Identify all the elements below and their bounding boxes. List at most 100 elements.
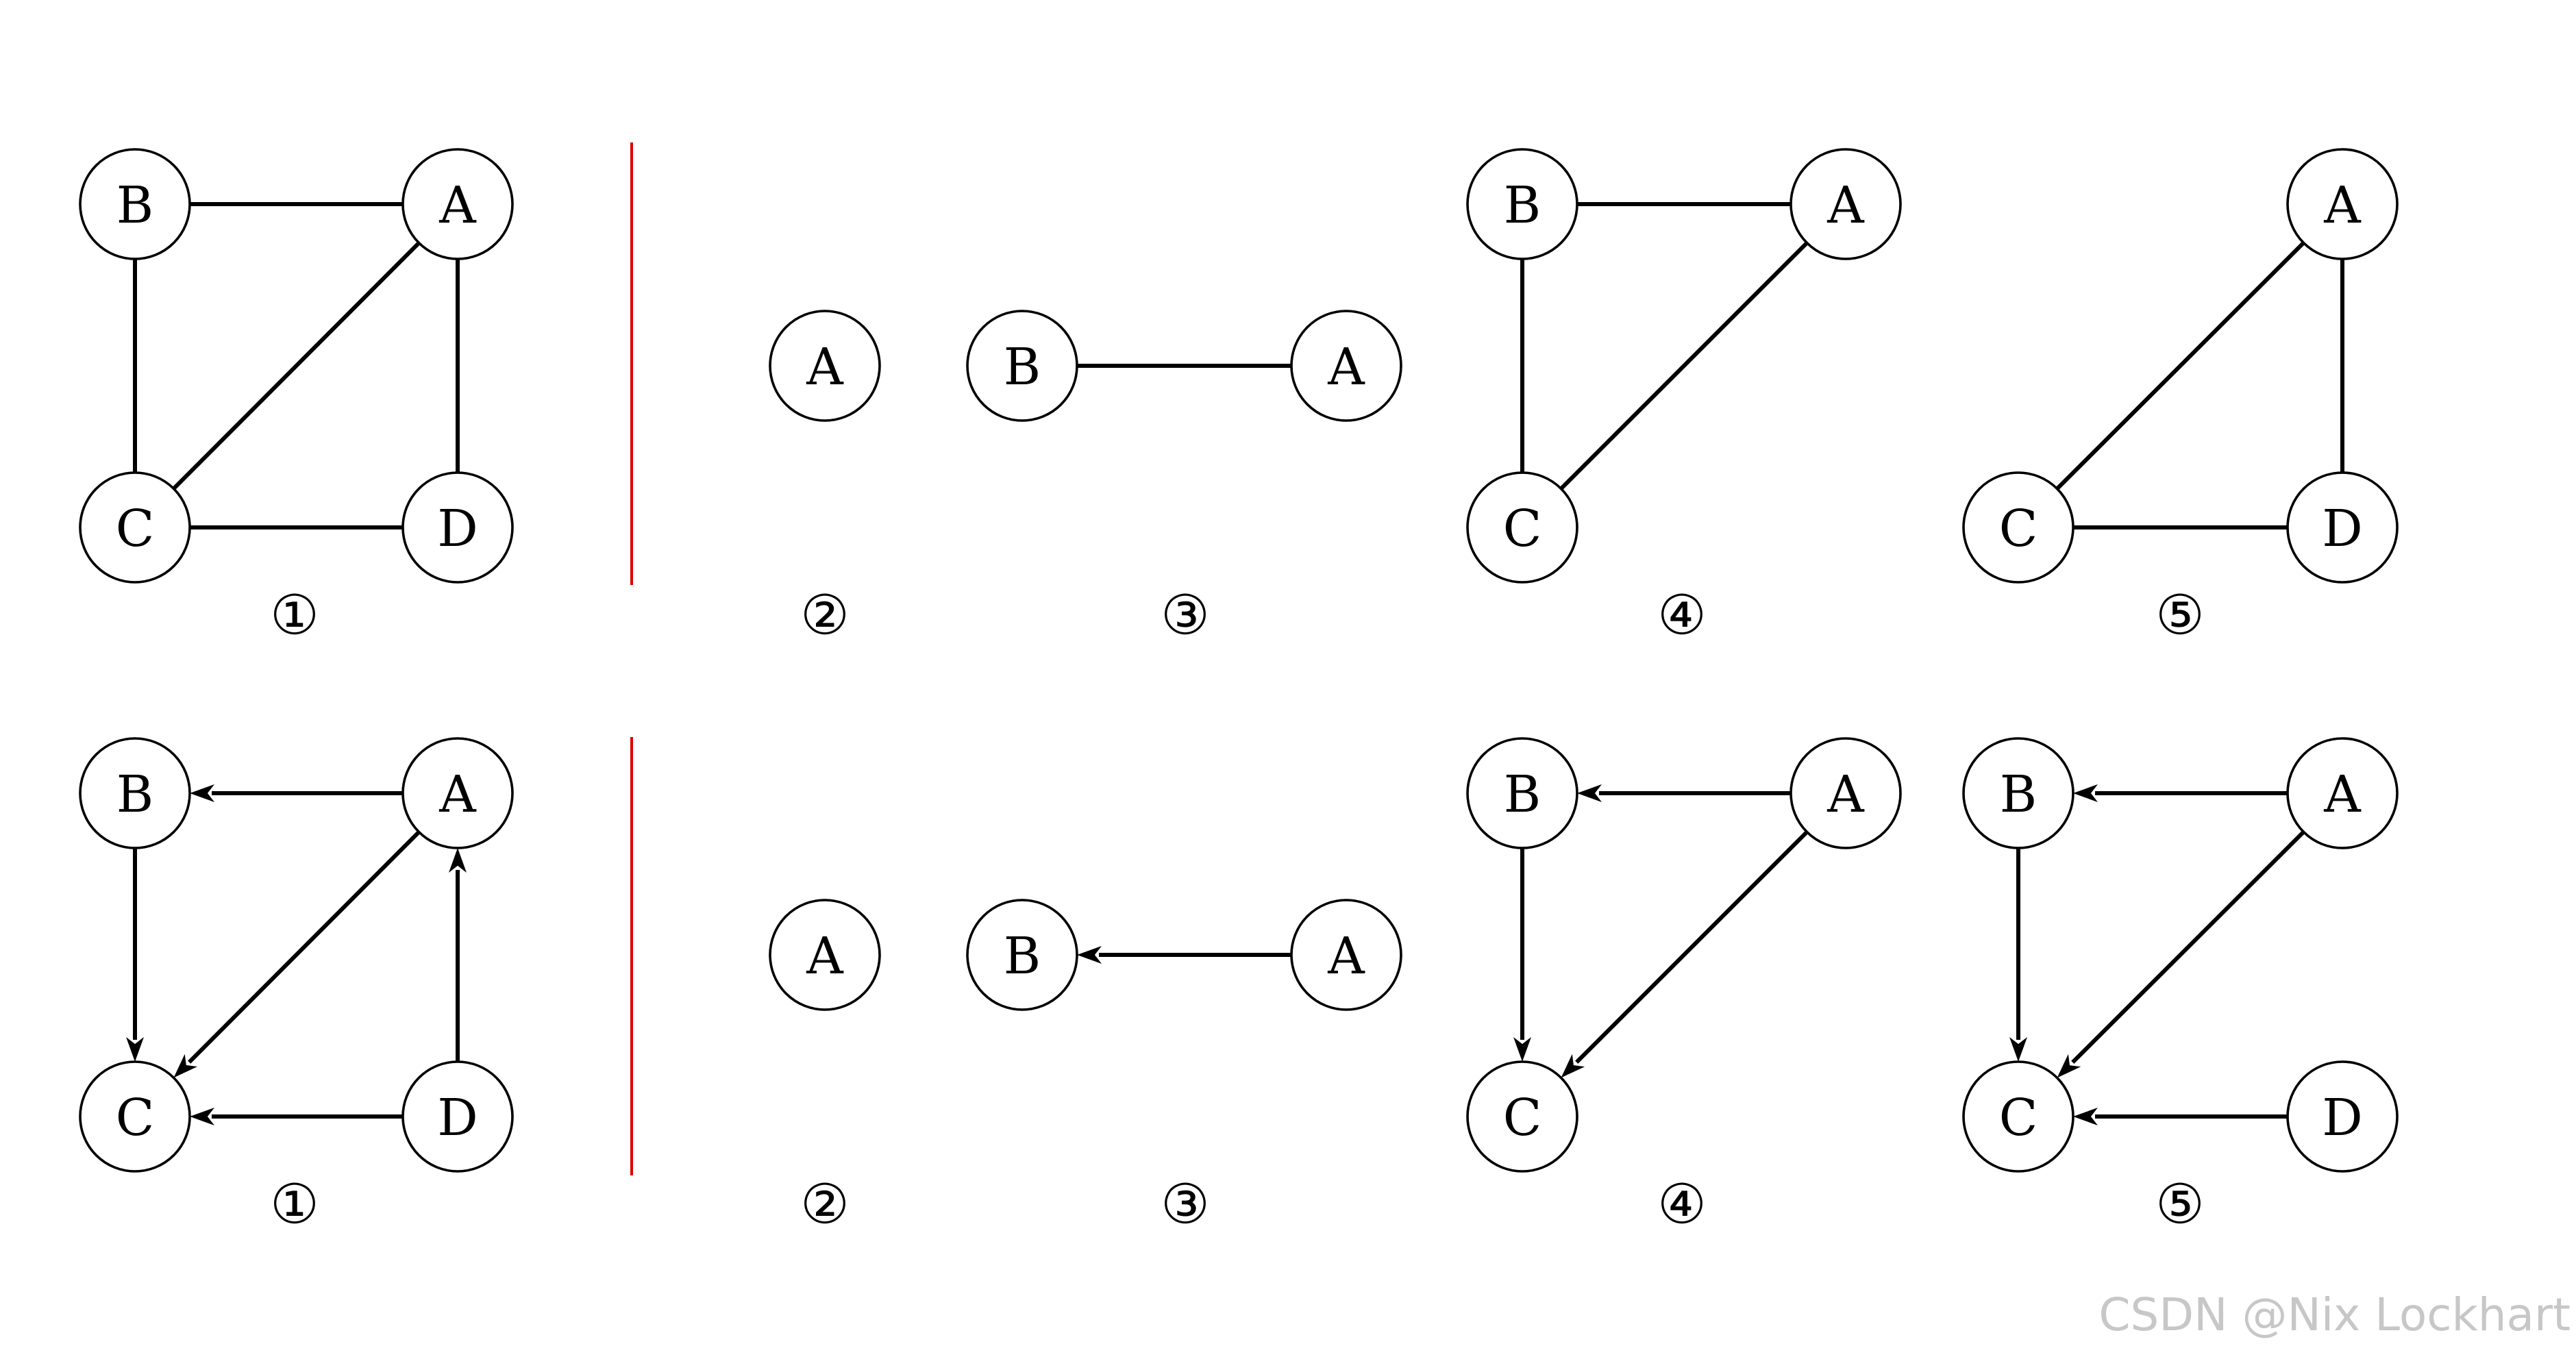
arrow-head xyxy=(190,784,214,802)
node-C: C xyxy=(1962,471,2075,584)
edge-line xyxy=(172,241,421,490)
node-label: A xyxy=(1826,765,1865,824)
edge-A-C xyxy=(1561,830,1809,1078)
node-label: C xyxy=(1999,499,2038,558)
graph-caption: ④ xyxy=(1657,584,1707,647)
edge-A-B xyxy=(190,784,403,802)
node-circle xyxy=(79,148,191,260)
node-A: A xyxy=(2286,148,2399,260)
node-circle xyxy=(1962,471,2075,584)
edge-B-C xyxy=(1513,848,1531,1062)
node-B: B xyxy=(1466,148,1578,260)
node-label: B xyxy=(1004,338,1041,397)
node-A: A xyxy=(401,737,514,849)
graph-caption: ② xyxy=(800,1173,850,1236)
node-B: B xyxy=(1962,737,2075,849)
node-circle xyxy=(1962,737,2075,849)
edge-A-B xyxy=(2073,784,2288,802)
node-circle xyxy=(966,899,1078,1011)
node-circle xyxy=(401,737,514,849)
node-A: A xyxy=(1789,737,1902,849)
graph-caption: ⑤ xyxy=(2155,584,2205,647)
node-circle xyxy=(769,899,881,1011)
graph-caption: ① xyxy=(270,1173,319,1236)
node-label: A xyxy=(438,765,477,824)
graph-1-4: B A C ④ xyxy=(1466,148,1902,647)
arrow-head xyxy=(126,1037,144,1062)
node-A: A xyxy=(401,148,514,260)
node-label: C xyxy=(116,499,155,558)
node-B: B xyxy=(966,310,1078,422)
node-C: C xyxy=(1466,1060,1578,1173)
node-A: A xyxy=(1290,899,1402,1011)
node-D: D xyxy=(2286,471,2399,584)
arrow-head xyxy=(190,1108,214,1125)
node-label: C xyxy=(116,1088,155,1147)
arrow-head xyxy=(1577,784,1602,802)
node-label: A xyxy=(2323,176,2362,235)
node-circle xyxy=(2286,737,2399,849)
node-A: A xyxy=(2286,737,2399,849)
node-label: C xyxy=(1999,1088,2038,1147)
arrow-head xyxy=(1561,1053,1585,1078)
node-B: B xyxy=(966,899,1078,1011)
node-label: B xyxy=(116,765,153,824)
node-circle xyxy=(1466,148,1578,260)
node-label: B xyxy=(1504,765,1541,824)
graph-2-2: A② xyxy=(769,899,881,1236)
node-label: A xyxy=(1826,176,1865,235)
node-label: A xyxy=(806,338,844,397)
graph-2-4: B A C ④ xyxy=(1466,737,1902,1236)
node-label: C xyxy=(1503,499,1542,558)
node-circle xyxy=(79,471,191,584)
edge-A-C xyxy=(172,241,421,490)
node-D: D xyxy=(401,471,514,584)
edge-D-C xyxy=(2073,1108,2288,1125)
graph-caption: ④ xyxy=(1657,1173,1707,1236)
node-circle xyxy=(401,148,514,260)
node-circle xyxy=(1290,899,1402,1011)
node-circle xyxy=(2286,1060,2399,1173)
arrow-head xyxy=(449,848,467,873)
graph-caption: ② xyxy=(800,584,850,647)
node-C: C xyxy=(79,1060,191,1173)
edge-D-A xyxy=(449,848,467,1062)
arrow-head xyxy=(2057,1053,2081,1078)
edge-A-C xyxy=(2057,830,2305,1078)
node-circle xyxy=(2286,471,2399,584)
node-label: D xyxy=(437,1088,478,1147)
node-circle xyxy=(769,310,881,422)
node-circle xyxy=(966,310,1078,422)
node-C: C xyxy=(79,471,191,584)
node-circle xyxy=(79,737,191,849)
node-label: A xyxy=(806,927,844,986)
edge-A-C xyxy=(173,830,421,1078)
node-circle xyxy=(401,1060,514,1173)
node-circle xyxy=(1466,737,1578,849)
node-label: A xyxy=(1327,927,1365,986)
node-label: A xyxy=(438,176,477,235)
watermark: CSDN @Nix Lockhart xyxy=(2098,1288,2571,1341)
graph-caption: ① xyxy=(270,584,319,647)
node-label: D xyxy=(437,499,478,558)
node-label: B xyxy=(1004,927,1041,986)
edge-A-B xyxy=(1077,946,1291,964)
node-B: B xyxy=(1466,737,1578,849)
node-circle xyxy=(1466,471,1578,584)
node-B: B xyxy=(79,148,191,260)
edge-A-C xyxy=(1559,241,1809,490)
arrow-head xyxy=(2073,784,2098,802)
node-label: B xyxy=(116,176,153,235)
arrow-head xyxy=(1077,946,1102,964)
node-A: A xyxy=(1789,148,1902,260)
node-D: D xyxy=(2286,1060,2399,1173)
edge-line xyxy=(187,830,421,1064)
node-circle xyxy=(1962,1060,2075,1173)
graph-2-1: B A C D ① xyxy=(79,737,514,1236)
node-B: B xyxy=(79,737,191,849)
